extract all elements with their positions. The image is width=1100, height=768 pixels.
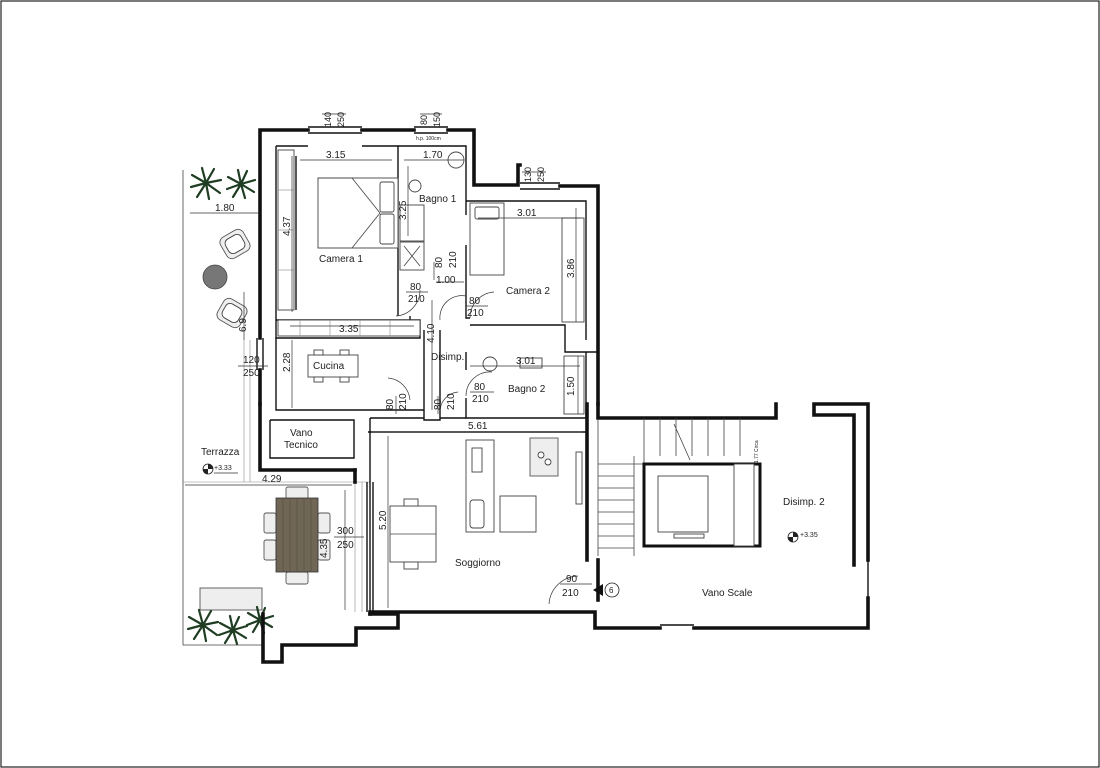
bathroom-fixtures-icon — [482, 355, 585, 415]
room-label-disimp: Disimp. — [431, 352, 464, 363]
dim-terrace-depth: 6.9 — [238, 318, 249, 332]
terrace-planter — [199, 587, 263, 611]
window-cucina-height: 250 — [243, 368, 260, 379]
room-label-terrazza: Terrazza — [201, 447, 240, 458]
room-label-disimp2: Disimp. 2 — [783, 497, 825, 508]
kitchen-table-icon — [307, 349, 359, 383]
door-swing-icon — [387, 289, 579, 605]
armchair-icon — [219, 228, 251, 260]
dim-disimp-length: 4.10 — [426, 323, 437, 343]
dim-cam1-width: 3.15 — [326, 150, 346, 161]
door-entry-width: 90 — [566, 574, 578, 585]
wardrobe-icon — [277, 149, 295, 311]
door-cucina-height: 210 — [398, 393, 409, 410]
room-label-bagno2: Bagno 2 — [508, 384, 546, 395]
window-cam2-height: 250 — [536, 167, 546, 182]
door-cam1-height: 210 — [408, 294, 425, 305]
room-label-vano-tecnico-1: Vano — [290, 428, 313, 439]
door-cucina-width: 80 — [385, 398, 396, 410]
door-disimp-height: 210 — [446, 393, 457, 410]
kitchen-island-icon — [465, 437, 583, 533]
dim-bagno2-width: 3.01 — [516, 356, 536, 367]
armchair-icon — [216, 297, 248, 329]
plant-icon — [186, 608, 220, 643]
room-label-vano-tecnico-2: Tecnico — [284, 440, 318, 451]
window-bagno1-width: 80 — [419, 115, 429, 125]
dim-bagno2-depth: 1.50 — [566, 376, 577, 396]
dim-terrace-low-depth: 4.35 — [319, 538, 330, 558]
dim-cam1-depth: 4.37 — [282, 216, 293, 236]
dimension-lines — [185, 113, 592, 610]
door-bagno1-height: 210 — [448, 251, 459, 268]
room-label-bagno1: Bagno 1 — [419, 194, 457, 205]
dim-cucina-width: 3.35 — [339, 324, 359, 335]
double-bed-icon — [317, 177, 399, 249]
window-soggiorno-height: 250 — [337, 540, 354, 551]
window-soggiorno-width: 300 — [337, 526, 354, 537]
exterior-walls — [258, 128, 870, 664]
entry-tag: 6 — [609, 586, 614, 595]
level-marker-icon — [787, 531, 799, 543]
elevator-icon — [642, 462, 762, 548]
dim-bagno1-depth: 3.25 — [398, 200, 409, 220]
level-terrazza: +3.33 — [214, 465, 232, 472]
plant-icon — [189, 166, 223, 201]
room-label-vano-scale: Vano Scale — [702, 588, 753, 599]
staircase-icon — [597, 418, 741, 556]
plant-icon — [225, 168, 257, 200]
dining-table-icon — [389, 498, 437, 570]
terrace-area — [182, 170, 370, 646]
stair-note: +1.77 Circa — [754, 440, 760, 466]
dim-terrace-width: 1.80 — [215, 203, 235, 214]
dim-cam2-depth: 3.86 — [566, 258, 577, 278]
window-cam1-height: 250 — [336, 112, 346, 127]
dim-terrace-low-width: 4.29 — [262, 474, 282, 485]
dim-soggiorno-depth: 5.20 — [378, 510, 389, 530]
door-bagno2-height: 210 — [472, 394, 489, 405]
room-label-cucina: Cucina — [313, 361, 345, 372]
level-marker-icon — [202, 463, 214, 475]
dim-cam2-width: 3.01 — [517, 208, 537, 219]
dim-soggiorno-width: 5.61 — [468, 421, 488, 432]
window-marks — [256, 126, 869, 626]
plant-icon — [245, 605, 275, 635]
door-cam1-width: 80 — [410, 282, 422, 293]
dim-cucina-depth: 2.28 — [282, 352, 293, 372]
dim-disimp-width: 1.00 — [436, 275, 456, 286]
door-bagno1-width: 80 — [434, 256, 445, 268]
window-bagno1-note: h.p. 100cm — [416, 136, 441, 142]
side-table-icon — [202, 264, 228, 290]
window-cam2-width: 130 — [523, 167, 533, 182]
shower-icon — [399, 204, 425, 271]
level-disimp2: +3.35 — [800, 532, 818, 539]
door-cam2-height: 210 — [467, 308, 484, 319]
dim-bagno1-width: 1.70 — [423, 150, 443, 161]
kitchen-counter-icon — [277, 319, 421, 337]
entry-arrow-icon — [593, 582, 620, 598]
room-label-soggiorno: Soggiorno — [455, 558, 501, 569]
door-entry-height: 210 — [562, 588, 579, 599]
door-bagno2-width: 80 — [474, 382, 486, 393]
window-cam1-width: 140 — [323, 112, 333, 127]
window-bagno1-height: 150 — [432, 112, 442, 127]
room-label-camera2: Camera 2 — [506, 286, 550, 297]
terrace-dining-table-icon — [263, 486, 331, 585]
single-bed-icon — [469, 202, 505, 276]
plant-icon — [217, 614, 249, 646]
door-cam2-width: 80 — [469, 296, 481, 307]
door-disimp-width: 80 — [433, 398, 444, 410]
window-cucina-width: 120 — [243, 355, 260, 366]
room-label-camera1: Camera 1 — [319, 254, 363, 265]
